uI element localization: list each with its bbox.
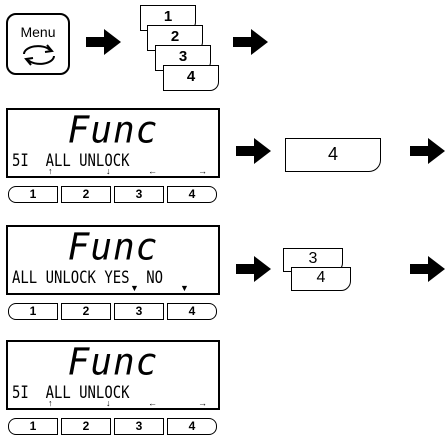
key-2[interactable]: 2 [61,418,111,435]
down-triangle-icon: ▼ [130,283,139,293]
arrow-right-icon [410,255,445,283]
menu-key[interactable]: Menu [6,13,70,75]
key-1[interactable]: 1 [8,303,58,320]
card-4-result: 4 [285,138,381,172]
key-3[interactable]: 3 [114,418,164,435]
key-1[interactable]: 1 [8,186,58,203]
keypad-step3: 1 2 3 4 [6,418,220,435]
key-4[interactable]: 4 [167,418,217,435]
lcd-row-text: 5I ALL UNLOCK [12,383,130,403]
left-tick-icon: ← [148,398,157,408]
lcd-row-text: ALL UNLOCK YES NO [12,268,164,288]
arrow-right-icon [86,28,122,56]
card-stack-result: 3 4 [283,248,373,298]
up-tick-icon: ↑ [48,398,53,408]
cycle-arrows-icon [23,44,55,66]
down-tick-icon: ↓ [106,166,111,176]
key-3[interactable]: 3 [114,186,164,203]
lcd-display-step2: Func ALL UNLOCK YES NO ▼ ▼ [6,225,220,295]
key-2[interactable]: 2 [61,186,111,203]
key-4[interactable]: 4 [167,303,217,320]
arrow-right-icon [236,137,272,165]
lcd-display-step3: Func 5I ALL UNLOCK ↑ ↓ ← → [6,340,220,410]
lcd-title: Func [67,108,159,152]
key-1[interactable]: 1 [8,418,58,435]
arrow-right-icon [233,28,269,56]
menu-key-label: Menu [20,24,56,40]
card-stack: 1 2 3 4 [140,5,230,91]
left-tick-icon: ← [148,166,157,176]
key-3[interactable]: 3 [114,303,164,320]
down-triangle-icon: ▼ [180,283,189,293]
keypad-step1: 1 2 3 4 [6,186,220,203]
key-2[interactable]: 2 [61,303,111,320]
lcd-row-text: 5I ALL UNLOCK [12,151,130,171]
lcd-title: Func [67,340,159,384]
card-4: 4 [291,267,351,291]
right-tick-icon: → [198,398,207,408]
keypad-step2: 1 2 3 4 [6,303,220,320]
arrow-right-icon [236,255,272,283]
card-4: 4 [163,65,219,91]
arrow-right-icon [410,137,445,165]
down-tick-icon: ↓ [106,398,111,408]
lcd-display-step1: Func 5I ALL UNLOCK ↑ ↓ ← → [6,108,220,178]
right-tick-icon: → [198,166,207,176]
lcd-title: Func [67,225,159,269]
up-tick-icon: ↑ [48,166,53,176]
key-4[interactable]: 4 [167,186,217,203]
